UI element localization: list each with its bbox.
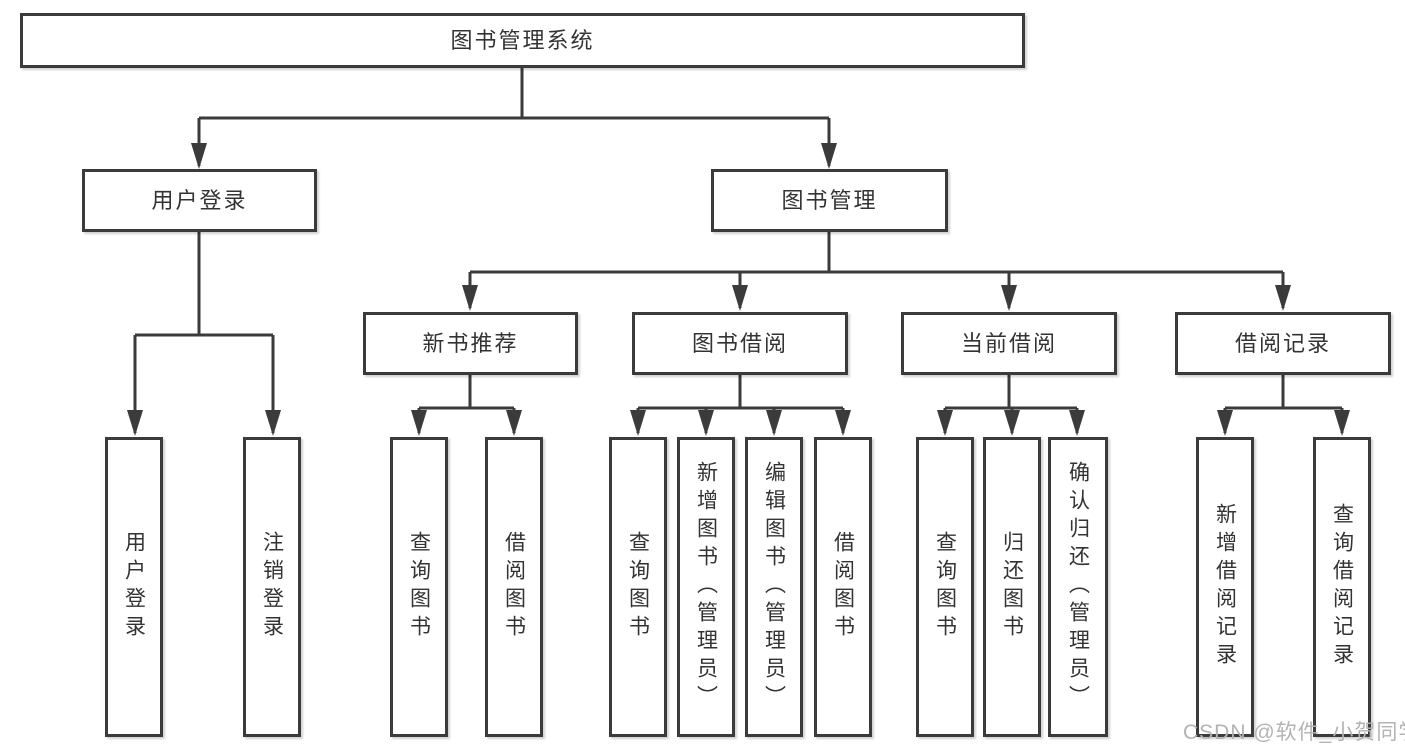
leaf-query-books-recommend: 查询图书	[390, 437, 448, 737]
node-section-borrow-records: 借阅记录	[1175, 312, 1391, 375]
leaf-borrow-books-recommend: 借阅图书	[485, 437, 543, 737]
leaf-user-login: 用户登录	[105, 437, 163, 737]
csdn-watermark: CSDN @软件_小贺同学	[1183, 721, 1405, 744]
node-branch-user-login: 用户登录	[82, 169, 317, 232]
connector-recommend-trunk	[419, 375, 514, 410]
leaf-borrow-books: 借阅图书	[814, 437, 872, 737]
leaf-query-books-current: 查询图书	[916, 437, 974, 737]
connector-books-trunk	[470, 232, 1283, 274]
leaf-confirm-return-admin: 确认归还（管理员）	[1048, 437, 1108, 737]
connector-records-trunk	[1225, 375, 1342, 410]
leaf-add-borrow-record: 新增借阅记录	[1196, 437, 1254, 737]
node-section-new-book-recommend: 新书推荐	[363, 312, 578, 375]
connector-login-trunk	[135, 232, 273, 337]
leaf-query-books-borrow: 查询图书	[609, 437, 667, 737]
leaf-edit-books-admin: 编辑图书（管理员）	[745, 437, 803, 737]
node-section-book-borrow: 图书借阅	[632, 312, 848, 375]
leaf-return-books: 归还图书	[983, 437, 1041, 737]
connector-current-trunk	[945, 375, 1077, 410]
leaf-add-books-admin: 新增图书（管理员）	[677, 437, 735, 737]
connector-root-trunk	[199, 68, 829, 120]
node-root-system: 图书管理系统	[20, 13, 1025, 68]
connector-borrow-trunk	[638, 375, 843, 410]
leaf-query-borrow-record: 查询借阅记录	[1313, 437, 1371, 737]
node-section-current-borrow: 当前借阅	[901, 312, 1117, 375]
leaf-logout: 注销登录	[243, 437, 301, 737]
node-branch-book-management: 图书管理	[711, 169, 948, 232]
